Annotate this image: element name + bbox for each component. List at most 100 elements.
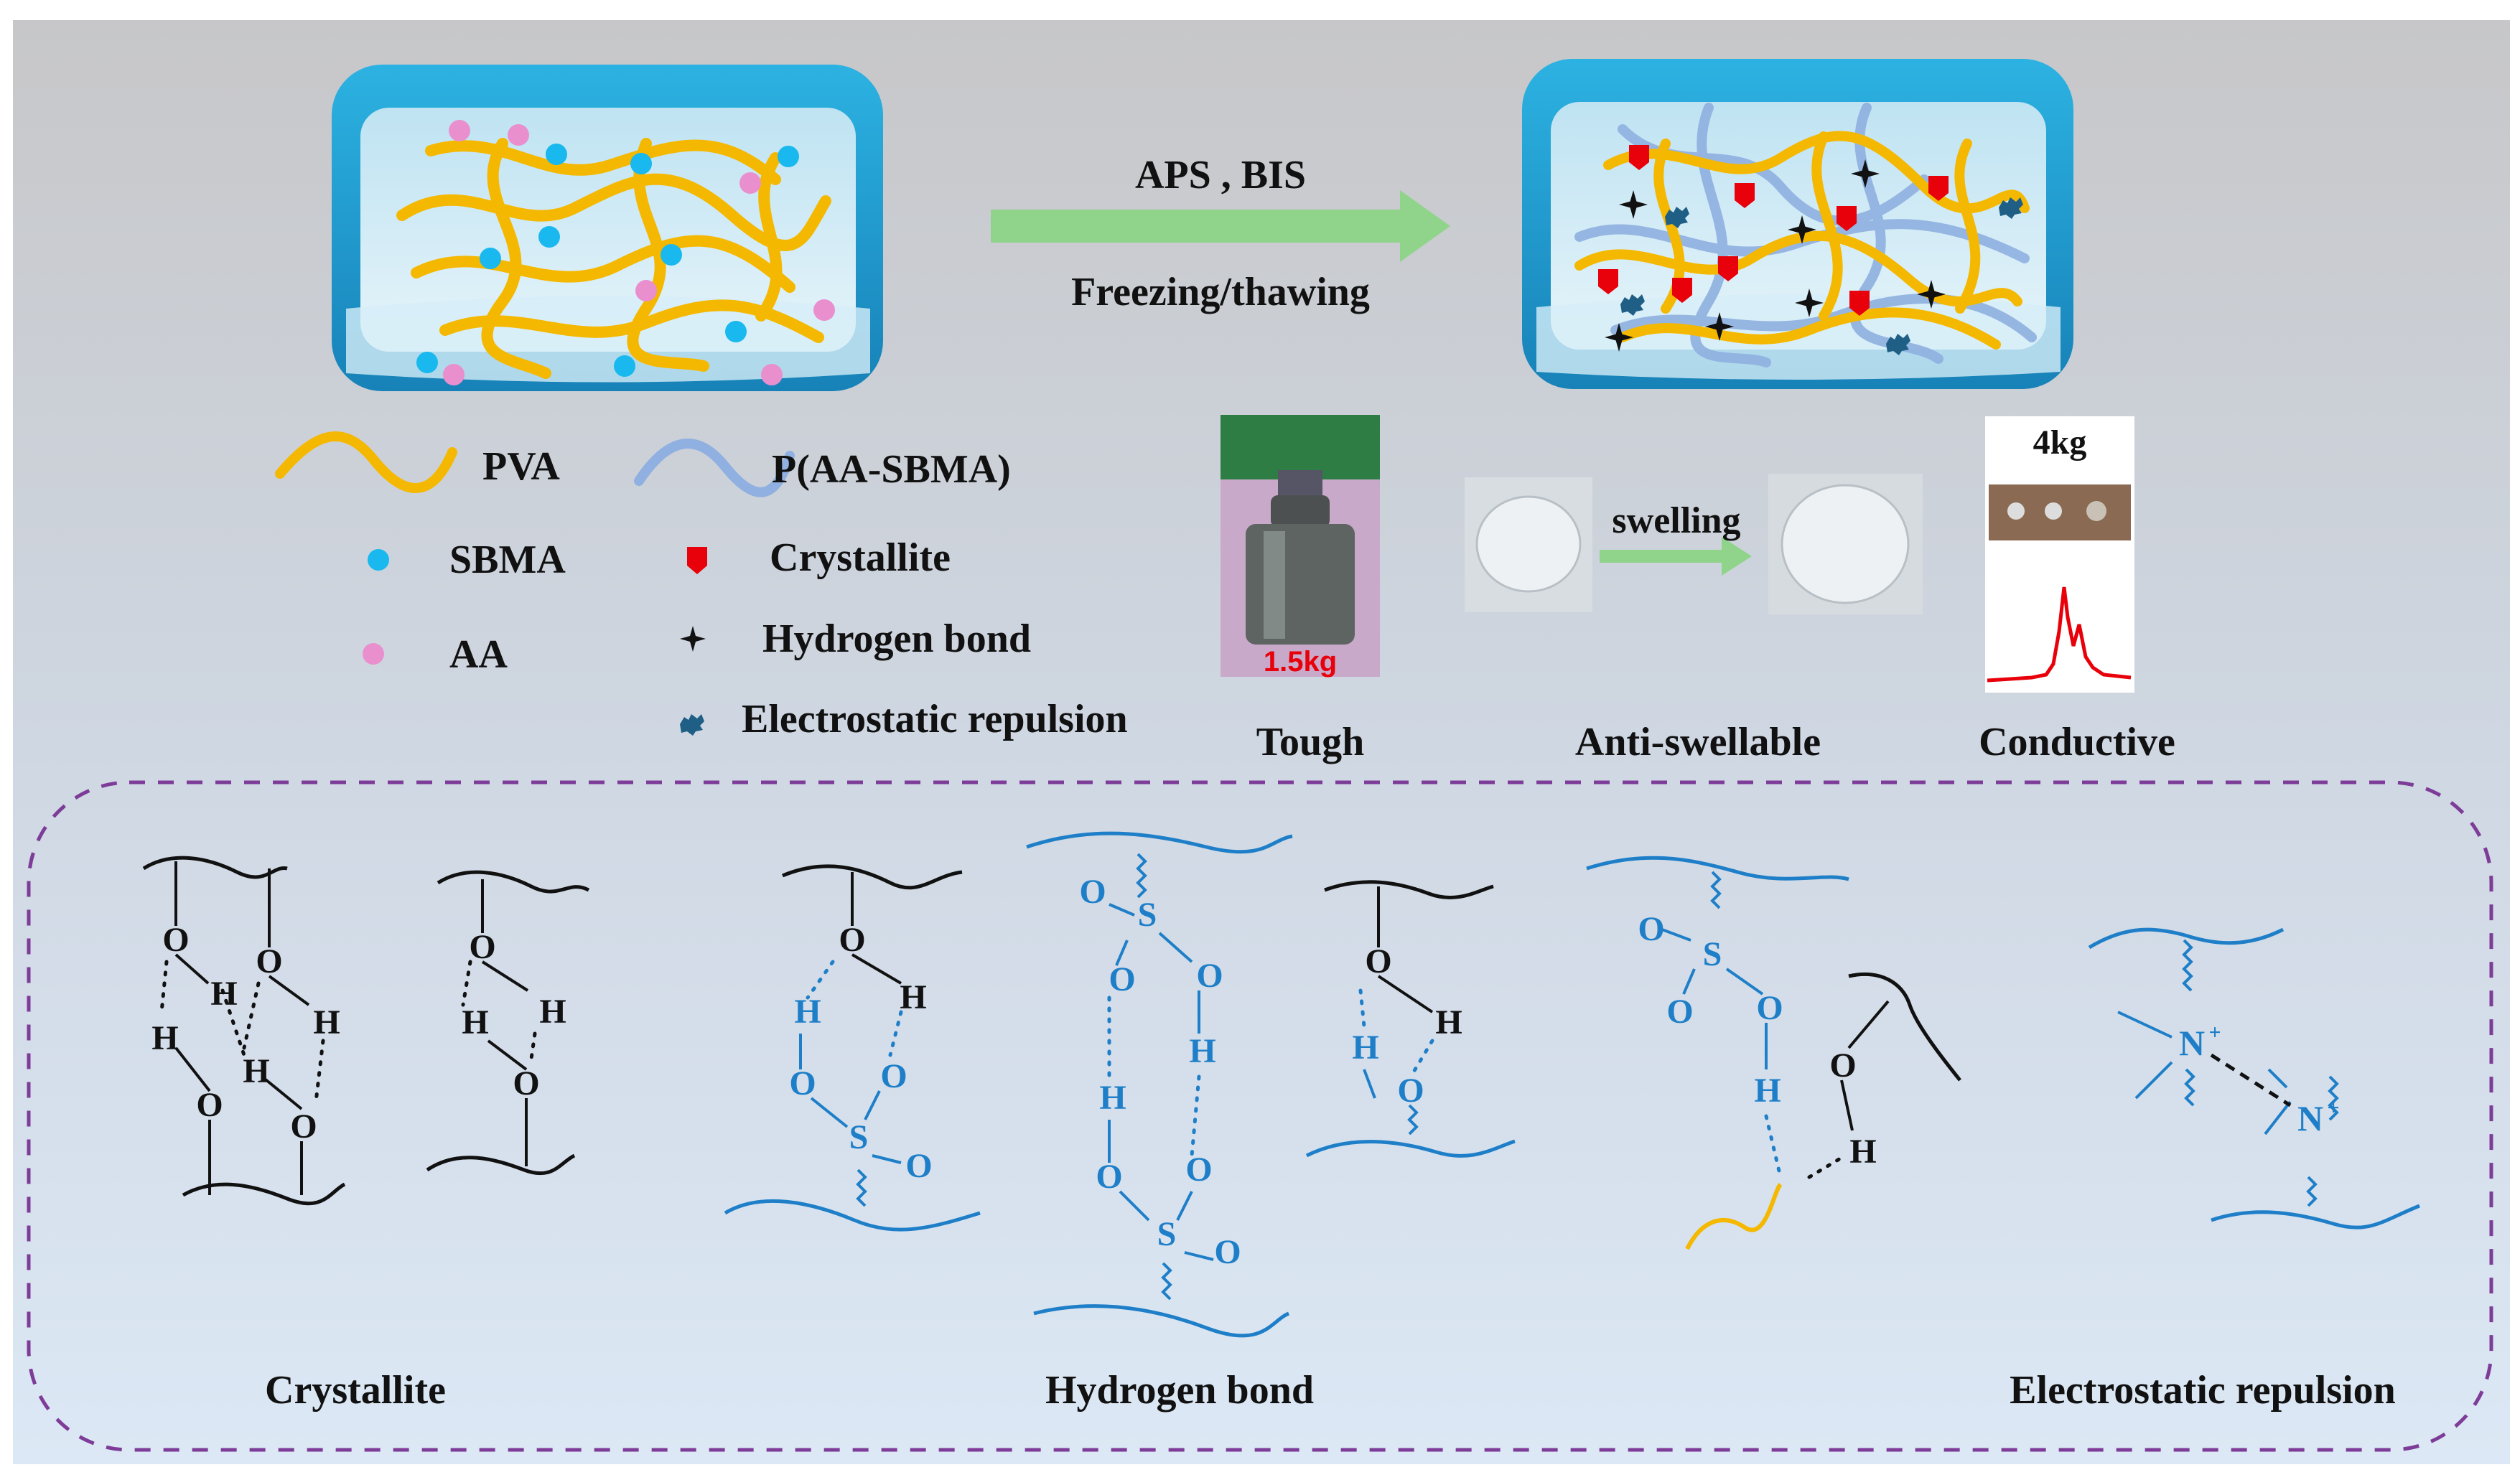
pva-chains (396, 138, 831, 379)
bond (481, 960, 529, 992)
sulfur-atom: S (1138, 896, 1157, 934)
sbma-monomer (614, 355, 635, 377)
conductive-label: Conductive (1979, 720, 2175, 764)
bond (1158, 932, 1193, 963)
bond (1176, 1191, 1193, 1221)
nitrogen-atom: N (2179, 1023, 2205, 1063)
hydrogen-atom: H (462, 1003, 488, 1041)
oxygen-atom: O (1756, 989, 1783, 1027)
weight-highlight (1264, 531, 1285, 639)
hydrogen-bond-marker (1851, 159, 1880, 188)
hbond (1764, 1114, 1783, 1179)
hydrogen-atom: H (1352, 1029, 1378, 1067)
bonds (851, 872, 1434, 1013)
crystallite-marker (1837, 206, 1857, 231)
pva-backbone (437, 870, 590, 894)
swelling-arrow (1600, 537, 1752, 576)
hbond (1409, 1039, 1434, 1079)
anti-swellable-label: Anti-swellable (1575, 720, 1821, 764)
oxygen-atom: O (469, 928, 495, 966)
hbond (806, 960, 835, 1000)
linker (1407, 1104, 1419, 1135)
bond (864, 1090, 881, 1120)
hydrogel-box-inner (360, 108, 856, 352)
hydrogen-bond-marker (1605, 323, 1633, 352)
hbond (314, 1039, 325, 1104)
quaternary-ammonium-bonds (2117, 939, 2339, 1207)
bond (261, 1075, 303, 1110)
electrostatic-marker (1665, 207, 1689, 228)
pva-legend-icon (275, 431, 457, 493)
pva-backbone (1324, 880, 1494, 899)
pva-backbone (782, 864, 963, 890)
bond (1847, 1000, 1890, 1049)
sbma-monomer (480, 248, 501, 269)
hydrogen-atom: H (794, 993, 821, 1031)
legend-electrostatic-label: Electrostatic repulsion (742, 697, 1128, 741)
hydrogen-atom: H (900, 978, 926, 1016)
hbond (529, 1031, 537, 1061)
reagents-label: APS , BIS (1135, 153, 1306, 197)
pva-chain (481, 138, 551, 379)
product-hydrogel (1522, 59, 2073, 389)
oxygen-atom: O (290, 1107, 317, 1146)
oxygen-atom: O (1365, 942, 1391, 980)
aa-monomer (813, 299, 835, 321)
sbma-monomer (778, 146, 799, 167)
aa-legend-icon (363, 643, 384, 665)
electrostatic-marker (1886, 334, 1910, 355)
sulfur-atom: S (1157, 1215, 1177, 1253)
hydrogel-disc-small (1475, 495, 1582, 593)
bond (174, 1046, 211, 1092)
bond (2267, 1068, 2288, 1089)
pva-chain (1618, 307, 2001, 350)
pva-chain (425, 139, 781, 185)
weight-neck (1271, 495, 1330, 528)
bond (851, 953, 902, 985)
hydrogen-bond-marker (1619, 190, 1648, 219)
hydrogen-atom: H (539, 993, 566, 1031)
paa-sbma-legend-icon (634, 439, 795, 497)
linker (856, 1168, 867, 1207)
hydrogen-atom: H (210, 975, 237, 1013)
hbond (461, 960, 472, 1007)
tough-label: Tough (1256, 720, 1365, 764)
hbond (1190, 1074, 1201, 1158)
bond (2117, 1011, 2173, 1039)
sbma-backbone (1586, 856, 1849, 881)
hydrogen-bond-marker (1795, 289, 1824, 317)
crystallite-marker (1718, 256, 1738, 281)
hydrogel-disc-large (1781, 484, 1910, 604)
conductive-weight-label: 4kg (2033, 423, 2087, 462)
hydrogen-atom: H (313, 1003, 340, 1041)
electrostatic-atoms: N+N+ (2179, 1021, 2340, 1138)
legend-hydrogen-bond-label: Hydrogen bond (762, 617, 1031, 661)
positive-charge: + (2327, 1096, 2339, 1120)
crystallite-legend-icon (687, 547, 707, 574)
sulfur-atom: S (849, 1118, 869, 1156)
process-arrow: APS , BIS Freezing/thawing (991, 153, 1450, 314)
electrostatic-mechanism: N+N+ Electrostatic repulsion (2010, 927, 2420, 1413)
hydrogen-bond-marker (1788, 215, 1816, 244)
sbma-monomer (630, 153, 652, 174)
hydrogen-atom: H (1849, 1133, 1876, 1171)
hydrogen-bond-legend-star (680, 626, 706, 652)
bond (2134, 1061, 2173, 1100)
conductive-panel-frame (1985, 416, 2134, 693)
tough-weight-label: 1.5kg (1264, 646, 1337, 678)
electrostatic-markers (1620, 197, 2023, 355)
oxygen-atom: O (1638, 910, 1664, 948)
sbma-backbone (2088, 927, 2285, 950)
positive-charge: + (2208, 1021, 2221, 1044)
sulfur-atom: S (1703, 935, 1722, 973)
linker (2306, 1176, 2318, 1207)
legend-pva-label: PVA (482, 444, 560, 489)
bond (1682, 968, 1696, 995)
sbma-backbone (1033, 1304, 1290, 1338)
pva-chain (627, 138, 709, 372)
hydrogen-atom: H (1435, 1003, 1462, 1041)
sbma-backbone (724, 1199, 981, 1232)
crystallite-marker (1849, 291, 1870, 316)
